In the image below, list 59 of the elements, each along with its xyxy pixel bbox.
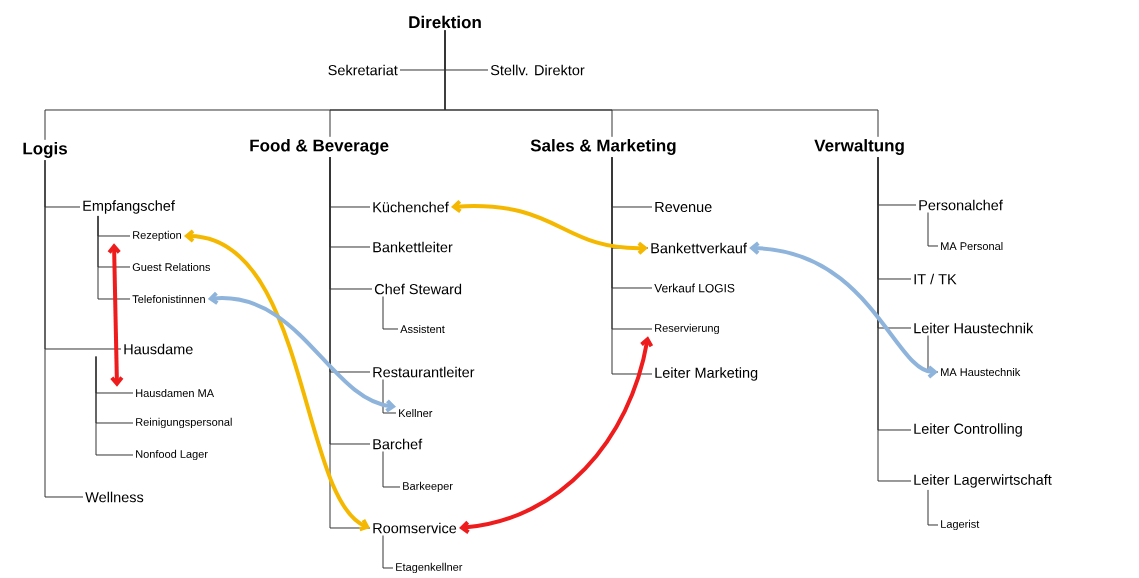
job-title: MA Personal	[941, 241, 1003, 251]
job-title: Verkauf LOGIS	[654, 283, 735, 293]
connector-line	[95, 356, 134, 456]
double-arrow	[459, 336, 654, 534]
job-title: Guest Relations	[132, 262, 211, 272]
job-title: Barchef	[373, 438, 423, 450]
heading: Food & Beverage	[250, 139, 389, 155]
heading: Logis	[23, 142, 67, 158]
heading: Sales & Marketing	[530, 139, 676, 155]
job-title: Bankettleiter	[373, 241, 453, 253]
job-title: Leiter Marketing	[655, 367, 758, 381]
job-title: Rezeption	[133, 230, 181, 242]
job-title: Roomservice	[373, 522, 457, 534]
job-title: Leiter Controlling	[914, 423, 1022, 437]
connector-line	[382, 296, 399, 330]
job-title: Restaurantleiter	[373, 366, 475, 378]
connector-line	[927, 212, 939, 247]
job-title: Reinigungspersonal	[136, 417, 232, 429]
job-title: Hausdame	[124, 343, 193, 355]
connector-line	[382, 535, 394, 569]
job-title: Chef Steward	[374, 283, 462, 295]
job-title: Kellner	[399, 408, 433, 418]
connector-line	[927, 489, 939, 526]
connector-line	[382, 451, 401, 488]
job-title: Telefonistinnen	[132, 294, 205, 304]
double-arrow	[451, 199, 648, 255]
heading: Verwaltung	[814, 139, 904, 155]
connector-line	[329, 156, 371, 529]
job-title: Personalchef	[919, 199, 1003, 211]
job-title: Sekretariat	[328, 64, 398, 76]
job-title: Empfangschef	[83, 200, 175, 214]
job-title: Stellv. Direktor	[490, 64, 585, 76]
job-title: Lagerist	[941, 519, 980, 531]
connector-line	[97, 215, 131, 300]
job-title: Leiter Haustechnik	[914, 322, 1034, 334]
connector-line	[382, 379, 397, 414]
job-title: Reservierung	[655, 323, 719, 335]
job-title: Assistent	[400, 324, 445, 334]
job-title: IT / TK	[914, 273, 957, 285]
job-title: Barkeeper	[403, 481, 453, 493]
connector-line	[44, 159, 84, 498]
connector-line	[927, 335, 939, 373]
heading: Direktion	[409, 15, 481, 29]
connector-line	[611, 156, 653, 375]
job-title: Küchenchef	[373, 201, 449, 213]
connector-line	[444, 29, 879, 138]
job-title: Revenue	[655, 201, 712, 213]
job-title: Etagenkellner	[396, 562, 463, 574]
double-arrow	[207, 291, 396, 413]
job-title: Bankettverkauf	[651, 242, 747, 254]
double-arrow	[749, 241, 938, 379]
job-title: MA Haustechnik	[941, 367, 1021, 377]
double-arrow	[107, 243, 124, 387]
connector-line	[877, 156, 912, 482]
job-title: Nonfood Lager	[136, 449, 208, 461]
job-title: Wellness	[85, 491, 144, 503]
job-title: Hausdamen MA	[136, 388, 215, 398]
double-arrow	[183, 229, 370, 532]
job-title: Leiter Lagerwirtschaft	[914, 474, 1052, 488]
